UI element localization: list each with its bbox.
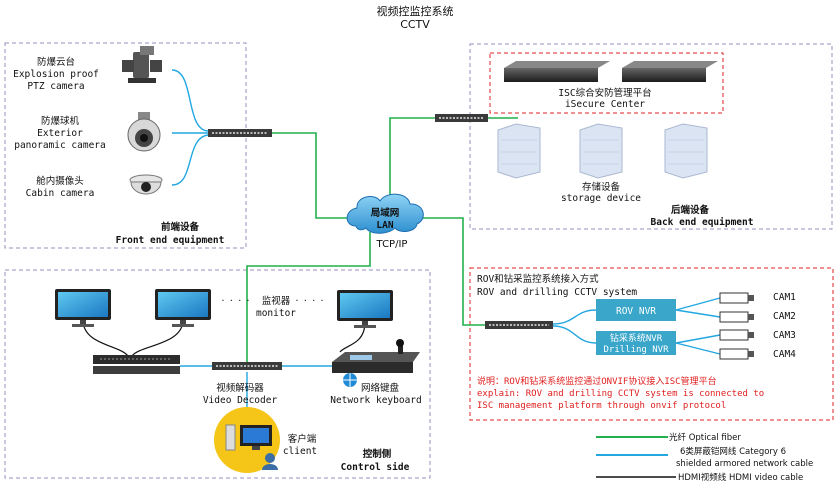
rov-note-line3: ISC management platform through onvif pr…: [477, 401, 726, 411]
cabin-camera-label-en: Cabin camera: [26, 188, 95, 199]
cam3-icon: [719, 329, 754, 341]
cam2-label: CAM2: [773, 311, 796, 322]
rov-note-line2: explain: ROV and drilling CCTV system is…: [477, 389, 764, 399]
rov-nvr-label: ROV NVR: [616, 306, 656, 317]
isc-platform-label-en: iSecure Center: [565, 99, 645, 110]
legend-fiber-label: 光纤 Optical fiber: [669, 432, 741, 443]
dome-camera-label-zh: 防爆球机: [41, 115, 80, 127]
drilling-nvr-label-en: Drilling NVR: [603, 345, 669, 355]
network-cables: [171, 69, 721, 412]
monitor-3-icon: [337, 290, 393, 328]
ptz-camera-icon: [122, 46, 162, 83]
cam4-label: CAM4: [773, 349, 796, 360]
network-keyboard-label-zh: 网络键盘: [361, 382, 400, 394]
monitor-2-icon: [155, 289, 211, 327]
drilling-nvr-label-zh: 钻采系统NVR: [610, 332, 663, 344]
fiber-cables: [246, 117, 518, 366]
back-end-region: [469, 43, 833, 230]
control-switch-icon: [212, 362, 282, 370]
dome-camera-label-en1: Exterior: [37, 128, 83, 139]
monitor-label-en: monitor: [256, 308, 296, 319]
front-end-label-en: Front end equipment: [116, 235, 225, 246]
rov-heading-zh: ROV和钻采监控系统接入方式: [477, 273, 599, 285]
lan-label-en: LAN: [376, 220, 393, 231]
client-workstation-icon: [214, 407, 280, 473]
legend-hdmi-label: HDMI视频线 HDMI video cable: [678, 472, 803, 483]
isc-platform-region: [489, 52, 724, 114]
monitor-label-zh: 监视器: [262, 295, 291, 307]
cam1-label: CAM1: [773, 292, 796, 303]
legend: 光纤 Optical fiber 6类屏蔽铠网线 Category 6 shie…: [596, 432, 813, 483]
ptz-camera-label-en1: Explosion proof: [13, 69, 99, 80]
back-end-switch-icon: [435, 114, 488, 122]
storage-device-icon: [497, 123, 708, 179]
monitor-dots-right: · · · ·: [295, 296, 324, 307]
cam4-icon: [719, 348, 754, 360]
storage-label-zh: 存储设备: [582, 181, 621, 193]
rov-note-line1: 说明：ROV和钻采系统监控通过ONVIF协议接入ISC管理平台: [477, 375, 717, 387]
dome-camera-icon: [127, 112, 161, 152]
client-label-zh: 客户端: [288, 433, 317, 445]
front-end-label-zh: 前端设备: [161, 221, 200, 233]
storage-label-en: storage device: [561, 193, 641, 204]
dome-camera-label-en2: panoramic camera: [14, 140, 106, 151]
legend-cat6-label-line2: shielded armored network cable: [676, 459, 813, 469]
diagram-title-zh: 视频控监控系统: [377, 4, 454, 18]
control-side-region: [4, 269, 431, 479]
cam1-icon: [719, 292, 754, 304]
network-keyboard-icon: [332, 339, 420, 387]
legend-cat6-label-line1: 6类屏蔽铠网线 Category 6: [680, 446, 786, 457]
back-end-label-zh: 后端设备: [671, 204, 710, 216]
rov-region: [469, 267, 834, 421]
video-decoder-label-zh: 视频解码器: [216, 382, 264, 394]
isc-platform-label-zh: ISC综合安防管理平台: [558, 87, 651, 99]
rov-nvr-box: [596, 299, 676, 321]
cabin-camera-icon: [129, 174, 163, 195]
client-label-en: client: [283, 446, 317, 457]
cam2-icon: [719, 311, 754, 323]
diagram-title-en: CCTV: [400, 18, 430, 31]
control-side-label-en: Control side: [341, 462, 410, 473]
back-end-label-en: Back end equipment: [651, 217, 754, 228]
network-keyboard-label-en: Network keyboard: [330, 395, 422, 406]
rov-heading-en: ROV and drilling CCTV system: [477, 287, 637, 298]
ptz-camera-label-en2: PTZ camera: [27, 81, 84, 92]
drilling-nvr-box: [596, 331, 676, 355]
cam3-label: CAM3: [773, 330, 796, 341]
ptz-camera-label-zh: 防爆云台: [37, 56, 75, 68]
cabin-camera-label-zh: 舱内摄像头: [36, 175, 84, 187]
lan-protocol-label: TCP/IP: [376, 239, 408, 250]
lan-cloud-icon: [346, 193, 424, 234]
video-decoder-icon: [93, 355, 180, 374]
video-decoder-label-en: Video Decoder: [203, 395, 278, 406]
monitor-dots-left: · · · ·: [221, 296, 250, 307]
isc-server-icon: [504, 61, 718, 82]
front-end-region: [4, 42, 247, 249]
rov-switch-icon: [485, 321, 553, 329]
lan-label-zh: 局域网: [371, 207, 400, 219]
front-end-switch-icon: [208, 129, 272, 137]
hdmi-cables: [82, 319, 366, 357]
control-side-label-zh: 控制侧: [363, 448, 392, 460]
monitor-1-icon: [55, 289, 111, 327]
